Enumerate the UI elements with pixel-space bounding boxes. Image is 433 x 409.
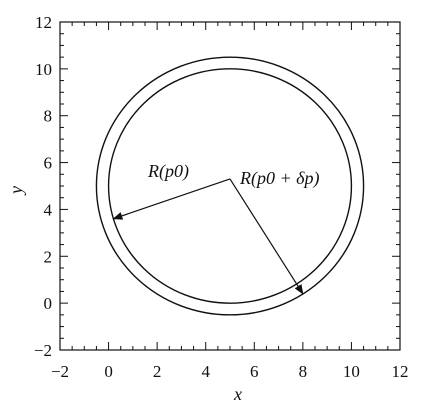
arrow-r-p0 <box>112 178 231 220</box>
plot-frame <box>59 21 401 351</box>
x-tick-label: 6 <box>250 362 259 381</box>
y-tick-label: 8 <box>44 107 53 126</box>
y-tick-label: 12 <box>35 13 52 32</box>
x-tick-label: 2 <box>153 362 162 381</box>
y-tick-label: 0 <box>44 294 53 313</box>
x-tick-label: 12 <box>392 362 409 381</box>
y-tick-label: 6 <box>44 154 53 173</box>
y-tick-label: 2 <box>44 247 53 266</box>
y-tick-label: −2 <box>34 341 52 360</box>
inner-circle <box>107 68 353 304</box>
x-axis-label: x <box>233 384 242 404</box>
x-tick-label: 10 <box>343 362 360 381</box>
x-tick-label: −2 <box>51 362 69 381</box>
x-tick-label: 4 <box>201 362 210 381</box>
arrow-r-p0-delta <box>229 178 304 295</box>
y-axis-ticks <box>60 21 400 351</box>
x-tick-label: 0 <box>104 362 113 381</box>
y-tick-label: 4 <box>44 200 53 219</box>
x-tick-label: 8 <box>299 362 308 381</box>
x-axis-ticks <box>59 22 401 350</box>
x-axis-tick-labels: −2 0 2 4 6 8 10 12 <box>51 362 409 381</box>
y-axis-tick-labels: −2 0 2 4 6 8 10 12 <box>34 13 53 360</box>
y-tick-label: 10 <box>35 60 52 79</box>
annotation-r-p0: R(p0) <box>147 161 189 182</box>
series-layer <box>95 56 365 316</box>
y-axis-label: y <box>6 186 26 196</box>
annotation-r-p0-delta: R(p0 + δp) <box>239 168 320 189</box>
outer-circle <box>95 56 365 316</box>
